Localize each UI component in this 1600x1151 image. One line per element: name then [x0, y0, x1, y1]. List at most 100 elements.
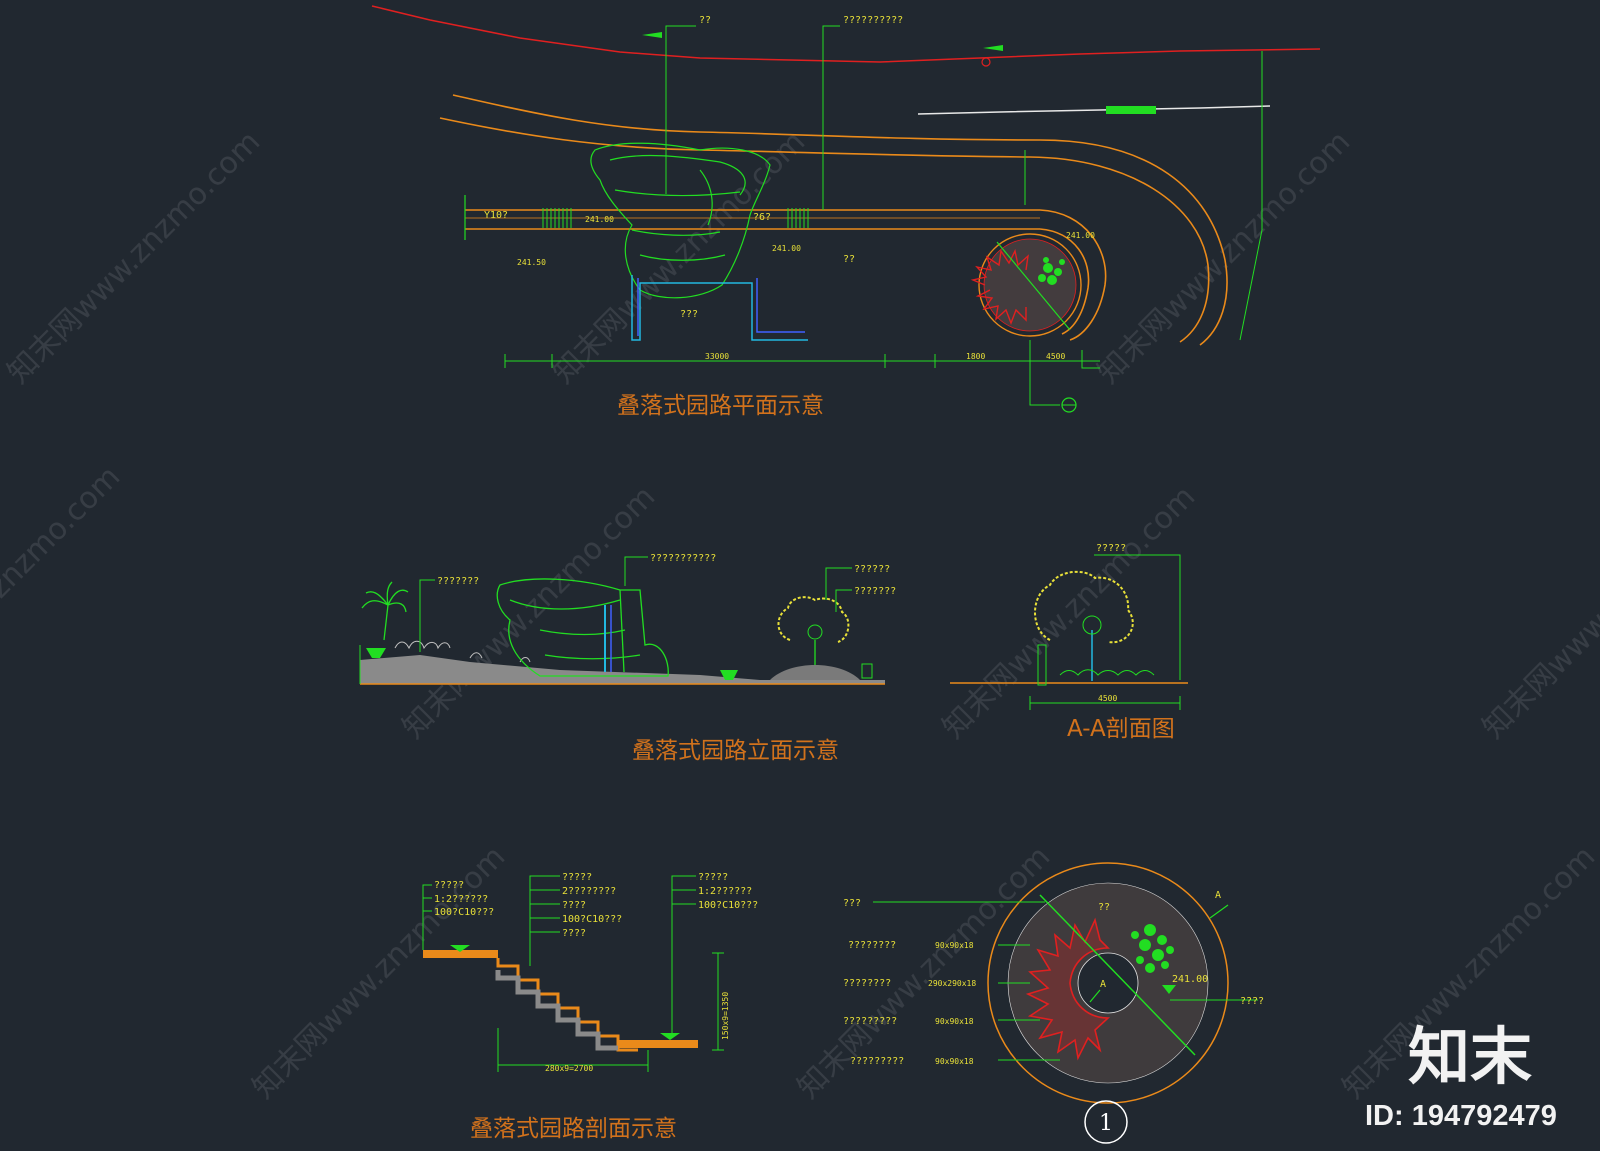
leader-lines: [665, 25, 1263, 341]
plan-dimension: 1800: [966, 352, 985, 361]
elevation-view: ??????? ??????????? ?????? ??????? 叠落式园路…: [359, 553, 896, 764]
cut-label: A: [1100, 979, 1106, 990]
green-marker: [1106, 106, 1156, 114]
detail-number-circle: [1084, 1100, 1128, 1144]
watermark-text: 知末网www.znzmo.com: [0, 459, 127, 725]
shrub-plan-icon: [1038, 257, 1065, 285]
detail-note: ??: [1098, 902, 1110, 913]
detail-note: ????????: [843, 978, 891, 989]
plan-view: ?? ?????????? ??? ?? Y10? ?6? 241.50 241…: [371, 5, 1321, 419]
stair-section-view: ????? 1:2?????? 100?C10??? ????? 2??????…: [422, 872, 758, 1142]
watermark-text: 知末网www.znzmo.com: [546, 124, 812, 390]
red-boundary-line: [371, 5, 1321, 63]
watermark-text: 知末网www.znzmo.com: [1, 124, 267, 390]
plan-note: ???: [680, 309, 698, 320]
plan-note: ??: [843, 254, 855, 265]
section-aa-dimension: 4500: [1098, 694, 1117, 703]
detail-note: ???: [843, 898, 861, 909]
plan-title: 叠落式园路平面示意: [617, 393, 824, 419]
stair-note: 100?C10???: [562, 914, 622, 925]
path-curve-inner: [1039, 228, 1090, 335]
detail-size: 90x90x18: [935, 1057, 974, 1066]
watermark-text: 知末网www.znzmo.com: [396, 479, 662, 745]
stair-steps: [495, 958, 638, 1052]
detail-size: 290x290x18: [928, 979, 976, 988]
detail-size: 90x90x18: [935, 941, 974, 950]
plan-dimension: 4500: [1046, 352, 1065, 361]
section-aa-leaders: [1029, 554, 1181, 710]
post-icon: [861, 663, 873, 679]
plan-level-label: Y10?: [484, 210, 508, 221]
watermark-text: 知末网www.znzmo.com: [936, 479, 1202, 745]
plan-elevation: 241.00: [772, 244, 801, 253]
star-paving-pattern: [1025, 917, 1111, 1061]
step-hatch-2: [787, 208, 809, 228]
path-curve: [1039, 209, 1107, 341]
stair-note: ????: [562, 900, 586, 911]
plan-note: ??: [699, 15, 711, 26]
pit-edge-icon: [1037, 644, 1047, 686]
elevation-note: ???????: [854, 586, 896, 597]
planter-icon: [366, 648, 738, 680]
stair-note: 100?C10???: [434, 907, 494, 918]
orange-path-outer-1: [452, 94, 1228, 346]
elevation-note: ???????: [437, 576, 479, 587]
level-marker-icon: [642, 32, 662, 38]
stair-leaders: [422, 875, 724, 1072]
plan-dimension: 33000: [705, 352, 729, 361]
bottom-slab: [618, 1040, 698, 1048]
elevation-note: ??????: [854, 564, 890, 575]
plan-level-label: ?6?: [753, 212, 771, 223]
section-symbol-icon: [1061, 397, 1077, 413]
water-channel: [631, 275, 808, 341]
detail-size: 90x90x18: [935, 1017, 974, 1026]
stair-note: ????: [562, 928, 586, 939]
stair-note: ?????: [434, 880, 464, 891]
plan-note: ??????????: [843, 15, 903, 26]
detail-note: ?????????: [850, 1056, 904, 1067]
section-title: 叠落式园路剖面示意: [470, 1116, 677, 1142]
rockery-elevation-icon: [496, 578, 669, 677]
watermark-text: 知末网www.znzmo.com: [1476, 479, 1600, 745]
stair-note: 100?C10???: [698, 900, 758, 911]
top-slab: [423, 950, 498, 958]
stair-note: 1:2??????: [698, 886, 752, 897]
orange-path-outer-2: [439, 117, 1210, 343]
level-marker-icon: [1162, 985, 1176, 994]
rockery-plan-icon: [590, 142, 771, 299]
cut-arrow-icon: [1089, 904, 1229, 1003]
detail-note: ????????: [848, 940, 896, 951]
watermark-text: 知末网www.znzmo.com: [246, 839, 512, 1105]
section-aa-tree-icon: [1034, 570, 1155, 681]
stair-note: 2????????: [562, 886, 616, 897]
section-aa-view: ????? 4500 A-A剖面图: [950, 543, 1188, 742]
stair-note: ?????: [698, 872, 728, 883]
white-road-edge: [917, 105, 1271, 115]
plan-elevation: 241.00: [585, 215, 614, 224]
level-marker-icon: [450, 945, 470, 952]
cut-line: [1039, 894, 1196, 1056]
detail-number: 1: [1099, 1111, 1113, 1136]
watermark-layer: 知末网www.znzmo.com 知末网www.znzmo.com 知末网www…: [0, 124, 1600, 1105]
tree-hole: [1077, 952, 1139, 1014]
elevation-title: 叠落式园路立面示意: [632, 738, 839, 764]
tree-elevation-icon: [770, 596, 860, 680]
shrub-detail-icon: [1131, 924, 1174, 973]
detail-leaders: [873, 901, 1258, 1061]
level-marker-icon: [660, 1033, 680, 1040]
image-id: ID: 194792479: [1365, 1100, 1557, 1132]
detail-elevation: 241.00: [1172, 974, 1208, 985]
stair-note: ?????: [562, 872, 592, 883]
plan-elevation: 241.50: [517, 258, 546, 267]
plan-dimension-line: [504, 340, 1100, 406]
detail-note: ????: [1240, 996, 1264, 1007]
tree-pit-plan: [970, 233, 1082, 337]
detail-note: ?????????: [843, 1016, 897, 1027]
red-point-icon: [981, 57, 991, 67]
elevation-note: ???????????: [650, 553, 716, 564]
elevation-ground: [360, 655, 885, 684]
elevation-leaders: [419, 556, 852, 652]
section-aa-note: ?????: [1096, 543, 1126, 554]
level-marker-icon: [983, 45, 1003, 51]
